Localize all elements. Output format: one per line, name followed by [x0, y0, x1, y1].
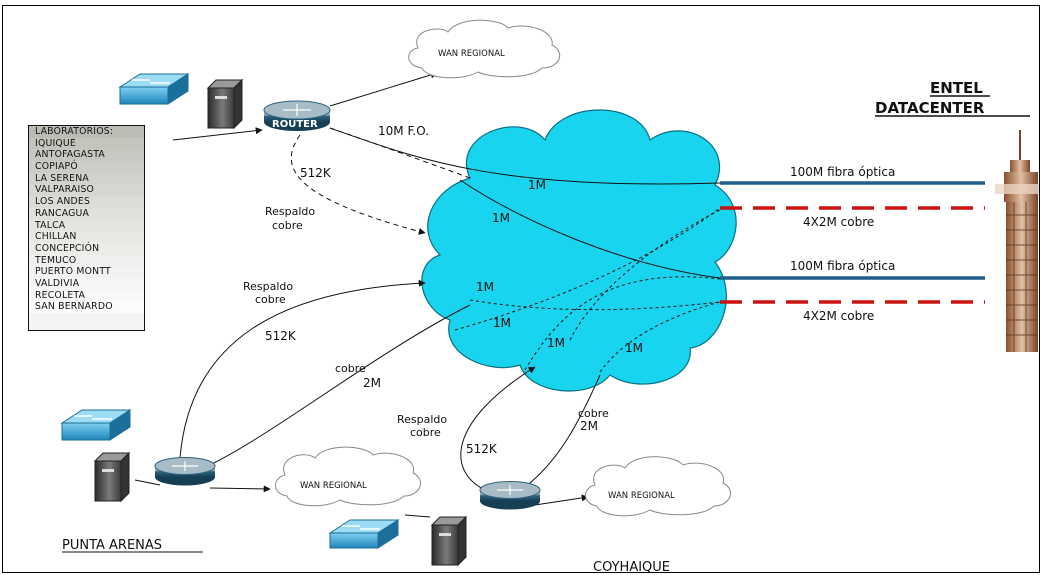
wan-label-coyhaique: WAN REGIONAL	[608, 491, 675, 501]
label-respaldo-punta: Respaldo	[243, 280, 293, 293]
label-respaldo-north: Respaldo	[265, 205, 315, 218]
label-respaldo-coyhaique: Respaldo	[397, 413, 447, 426]
laboratories-list: LABORATORIOS: IQUIQUE ANTOFAGASTA COPIAP…	[28, 125, 145, 331]
datacenter-title-line2: DATACENTER	[875, 99, 985, 117]
labs-row: SAN BERNARDO	[29, 301, 144, 313]
router-label: ROUTER	[272, 119, 318, 130]
coyhaique-server-icon	[430, 515, 468, 567]
punta-arenas-links	[134, 279, 471, 493]
coyhaique-router-icon	[479, 481, 541, 510]
punta-arenas-router-icon	[154, 457, 216, 486]
label-fibra-1: 100M fibra óptica	[790, 165, 895, 179]
labs-row: LA SERENA	[29, 172, 144, 185]
label-2m-punta: 2M	[363, 376, 381, 390]
labs-row: TALCA	[29, 219, 144, 232]
label-512k-north: 512K	[300, 166, 332, 180]
label-fibra-2: 100M fibra óptica	[790, 259, 895, 273]
main-network-cloud	[421, 109, 737, 392]
labs-row: CONCEPCIÓN	[29, 242, 144, 255]
punta-arenas-switch-icon	[60, 409, 132, 441]
labs-row: PUERTO MONTT	[29, 266, 144, 278]
north-router-icon: ROUTER	[263, 100, 331, 131]
label-cobre-north: cobre	[272, 219, 303, 232]
antenna-tower-icon	[995, 130, 1039, 352]
labs-row: ANTOFAGASTA	[29, 149, 144, 162]
label-cobre-punta: cobre	[255, 293, 286, 306]
label-1m-b: 1M	[492, 211, 510, 225]
label-1m-f: 1M	[625, 341, 643, 355]
labs-row: LABORATORIOS:	[29, 126, 144, 138]
north-switch-icon	[118, 73, 190, 105]
location-punta-arenas: PUNTA ARENAS	[62, 538, 162, 553]
label-1m-d: 1M	[493, 316, 511, 330]
label-10m-fo: 10M F.O.	[378, 124, 429, 138]
label-1m-e: 1M	[547, 336, 565, 350]
coyhaique-switch-icon	[328, 519, 400, 549]
datacenter-links	[720, 181, 985, 304]
label-512k-coyhaique: 512K	[466, 442, 498, 456]
label-cobre-4x2m-2: 4X2M cobre	[803, 309, 874, 323]
location-coyhaique: COYHAIQUE	[593, 560, 670, 575]
label-cobre-4x2m-1: 4X2M cobre	[803, 215, 874, 229]
diagram-frame	[2, 5, 1040, 573]
wan-cloud-coyhaique: WAN REGIONAL	[585, 456, 732, 517]
labs-row: RECOLETA	[29, 289, 144, 302]
wan-label-punta: WAN REGIONAL	[300, 481, 367, 491]
datacenter-title-line1: ENTEL	[930, 79, 983, 97]
north-router-links	[172, 71, 471, 235]
label-cobre-coyhaique-2: cobre	[578, 407, 609, 420]
label-cobre-coyhaique: cobre	[410, 426, 441, 439]
labs-row: COPIAPÓ	[29, 161, 144, 173]
labs-row: RANCAGUA	[29, 207, 144, 220]
coyhaique-links	[404, 366, 601, 518]
labs-row: VALPARAISO	[29, 184, 144, 197]
wan-cloud-north: WAN REGIONAL	[408, 19, 561, 79]
label-cobre-punta-2: cobre	[335, 362, 366, 375]
punta-arenas-server-icon	[93, 451, 131, 503]
label-512k-punta: 512K	[265, 329, 297, 343]
labs-row: TEMUCO	[29, 254, 144, 267]
label-2m-coyhaique: 2M	[580, 419, 598, 433]
wan-cloud-punta: WAN REGIONAL	[275, 446, 422, 507]
label-1m-a: 1M	[528, 178, 546, 192]
labs-row: VALDIVIA	[29, 277, 144, 290]
label-1m-c: 1M	[476, 280, 494, 294]
labs-row: CHILLAN	[29, 231, 144, 243]
labs-row: LOS ANDES	[29, 196, 144, 208]
wan-label-north: WAN REGIONAL	[438, 49, 505, 59]
labs-row: IQUIQUE	[29, 137, 144, 150]
north-server-icon	[206, 78, 244, 130]
